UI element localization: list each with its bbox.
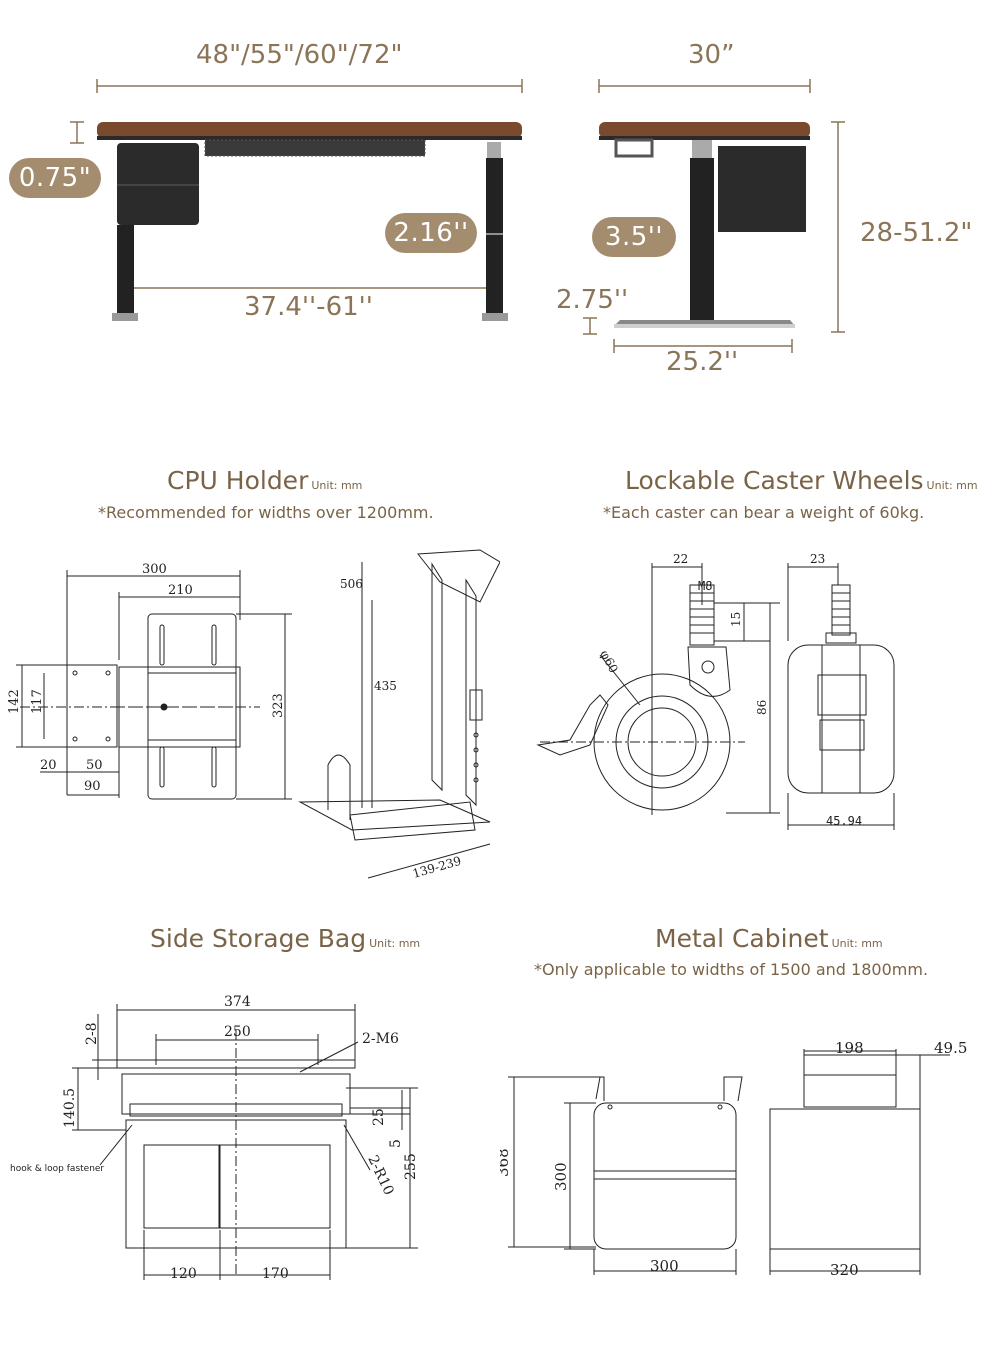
caster-dim-86: 86 bbox=[755, 700, 769, 715]
leg-width-badge: 2.16'' bbox=[385, 213, 477, 253]
cabinet-dim-300-height: 300 bbox=[552, 1162, 570, 1191]
bag-fastener-label: hook & loop fastener bbox=[10, 1164, 104, 1174]
top-thickness-badge: 0.75" bbox=[9, 158, 101, 198]
caster-dim-phi60: φ60 bbox=[597, 648, 620, 675]
cpu-dim-50: 50 bbox=[86, 758, 103, 773]
side-leg-badge: 3.5'' bbox=[592, 217, 676, 257]
caster-note: *Each caster can bear a weight of 60kg. bbox=[603, 503, 925, 522]
cpu-dim-90: 90 bbox=[84, 779, 101, 794]
height-range-label: 28-51.2" bbox=[860, 218, 973, 248]
bag-dim-170: 170 bbox=[262, 1266, 289, 1282]
cpu-dim-300: 300 bbox=[142, 562, 167, 577]
cpu-dim-210: 210 bbox=[168, 583, 193, 598]
desk-width-label: 48"/55"/60"/72" bbox=[196, 40, 403, 70]
foot-height-label: 2.75'' bbox=[556, 285, 629, 315]
cabinet-dim-320: 320 bbox=[830, 1261, 859, 1279]
cabinet-note: *Only applicable to widths of 1500 and 1… bbox=[534, 960, 929, 979]
caster-dim-m8: M8 bbox=[698, 579, 712, 593]
cpu-dim-20: 20 bbox=[40, 758, 57, 773]
cabinet-dim-198: 198 bbox=[835, 1039, 864, 1057]
cabinet-dim-49-5: 49.5 bbox=[934, 1039, 967, 1057]
cpu-dim-323: 323 bbox=[271, 693, 286, 718]
caster-dim-22: 22 bbox=[673, 552, 688, 566]
bag-dim-2-r10: 2-R10 bbox=[364, 1153, 396, 1198]
leg-spread-label: 37.4''-61'' bbox=[244, 292, 373, 322]
cpu-dim-435: 435 bbox=[374, 679, 397, 693]
cabinet-drawing: 368 300 300 198 49.5 320 bbox=[500, 1039, 967, 1279]
bag-dim-255: 255 bbox=[403, 1153, 419, 1180]
cpu-dim-117: 117 bbox=[30, 689, 45, 714]
desk-depth-label: 30” bbox=[688, 40, 735, 70]
caster-dim-15: 15 bbox=[729, 612, 743, 627]
foot-length-label: 25.2'' bbox=[666, 347, 739, 377]
cabinet-dim-368: 368 bbox=[500, 1148, 512, 1177]
bag-dim-25: 25 bbox=[371, 1108, 387, 1126]
bag-dim-2-m6: 2-M6 bbox=[362, 1031, 399, 1047]
desk-front-view bbox=[70, 79, 845, 353]
caster-dim-45-94: 45.94 bbox=[826, 814, 862, 828]
bag-dim-140-5: 140.5 bbox=[62, 1088, 78, 1128]
bag-dim-120: 120 bbox=[170, 1266, 197, 1282]
caster-drawing: 22 M8 15 φ60 86 23 45.94 bbox=[536, 552, 895, 830]
bag-dim-2-8: 2-8 bbox=[84, 1022, 100, 1045]
cpu-dim-139-239: 139-239 bbox=[411, 854, 463, 881]
cpu-holder-drawing: 300 210 142 117 20 50 90 323 506 435 139… bbox=[7, 549, 500, 881]
caster-dim-23: 23 bbox=[810, 552, 825, 566]
bag-dim-5: 5 bbox=[388, 1139, 404, 1148]
cpu-dim-142: 142 bbox=[7, 689, 22, 714]
cabinet-dim-300-width: 300 bbox=[650, 1257, 679, 1275]
cpu-dim-506: 506 bbox=[340, 577, 363, 591]
bag-dim-250: 250 bbox=[224, 1024, 251, 1040]
cpu-holder-note: *Recommended for widths over 1200mm. bbox=[98, 503, 434, 522]
bag-dim-374: 374 bbox=[224, 994, 251, 1010]
storage-bag-drawing: 374 250 2-8 2-M6 140.5 25 5 2-R10 255 12… bbox=[10, 994, 419, 1282]
